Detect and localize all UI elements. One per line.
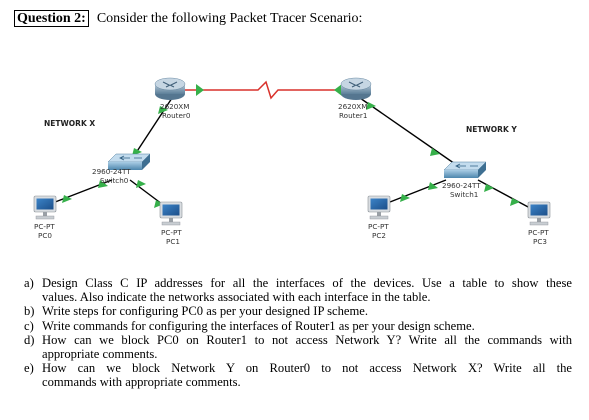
link-switch1-pc2	[389, 179, 447, 203]
pc2-name: PC2	[372, 231, 386, 240]
link-up-icon	[158, 106, 168, 114]
pc2-type: PC-PT	[368, 222, 389, 231]
network-y-label: NETWORK Y	[466, 125, 517, 134]
network-x-label: NETWORK X	[44, 119, 95, 128]
link-up-icon	[428, 182, 438, 190]
question-header: Question 2: Consider the following Packet…	[14, 10, 362, 28]
question-text-continued: values. Also indicate the networks assoc…	[42, 290, 431, 305]
question-item-b: b) Write steps for configuring PC0 as pe…	[24, 304, 572, 318]
pc3-type: PC-PT	[528, 228, 549, 237]
router0-model: 2620XM	[160, 102, 189, 111]
switch0-icon[interactable]	[107, 153, 151, 170]
switch1-icon[interactable]	[443, 161, 487, 178]
pc0-icon[interactable]	[33, 195, 57, 220]
router1-name: Router1	[339, 111, 367, 120]
question-intro: Consider the following Packet Tracer Sce…	[96, 11, 363, 26]
question-label: Question 2:	[14, 10, 89, 27]
router1-model: 2620XM	[338, 102, 367, 111]
question-text: Write commands for configuring the inter…	[42, 318, 475, 333]
question-list: a) Design Class C IP addresses for all t…	[24, 276, 572, 390]
link-up-icon	[136, 180, 146, 188]
link-up-icon	[98, 180, 108, 188]
link-switch1-pc3	[477, 179, 531, 209]
link-up-icon	[400, 194, 410, 202]
pc1-icon[interactable]	[159, 201, 183, 226]
network-topology-diagram: 2620XM Router0 2620XM Router1 NETWORK X …	[33, 77, 551, 246]
pc3-name: PC3	[533, 237, 547, 246]
switch1-name: Switch1	[450, 190, 478, 199]
question-item-d: d) How can we block PC0 on Router1 to no…	[24, 333, 572, 347]
link-up-icon	[334, 84, 342, 96]
question-text: Design Class C IP addresses for all the …	[42, 276, 572, 290]
link-status-indicators	[62, 84, 520, 208]
pc3-icon[interactable]	[527, 201, 551, 226]
pc1-type: PC-PT	[161, 228, 182, 237]
link-up-icon	[154, 200, 164, 208]
question-letter: a)	[24, 276, 34, 290]
question-text-continued: commands with appropriate comments.	[42, 375, 241, 390]
link-up-icon	[430, 148, 440, 156]
pc0-name: PC0	[38, 231, 52, 240]
link-router1-switch1	[359, 97, 459, 167]
link-up-icon	[484, 184, 494, 192]
pc2-icon[interactable]	[367, 195, 391, 220]
question-text-continued: appropriate comments.	[42, 347, 158, 362]
question-text: Write steps for configuring PC0 as per y…	[42, 304, 369, 319]
question-item-c: c) Write commands for configuring the in…	[24, 319, 572, 333]
router0-icon[interactable]	[154, 77, 186, 100]
link-up-icon	[510, 198, 520, 206]
router0-name: Router0	[162, 111, 191, 120]
question-text: How can we block PC0 on Router1 to not a…	[42, 332, 572, 347]
pc0-type: PC-PT	[34, 222, 55, 231]
switch1-model: 2960-24TT	[442, 181, 481, 190]
question-text: How can we block Network Y on Router0 to…	[42, 361, 572, 376]
link-up-icon	[366, 102, 376, 110]
question-letter: e)	[24, 361, 34, 376]
switch0-model: 2960-24TT	[92, 167, 131, 176]
link-up-icon	[196, 84, 204, 96]
question-letter: c)	[24, 318, 34, 333]
serial-link-router0-router1	[182, 80, 350, 100]
question-item-e: e) How can we block Network Y on Router0…	[24, 361, 572, 375]
router1-icon[interactable]	[340, 77, 372, 100]
switch0-name: Switch0	[100, 176, 129, 185]
question-letter: d)	[24, 332, 35, 347]
pc1-name: PC1	[166, 237, 180, 246]
question-item-a: a) Design Class C IP addresses for all t…	[24, 276, 572, 290]
link-up-icon	[62, 195, 72, 203]
question-letter: b)	[24, 304, 35, 319]
